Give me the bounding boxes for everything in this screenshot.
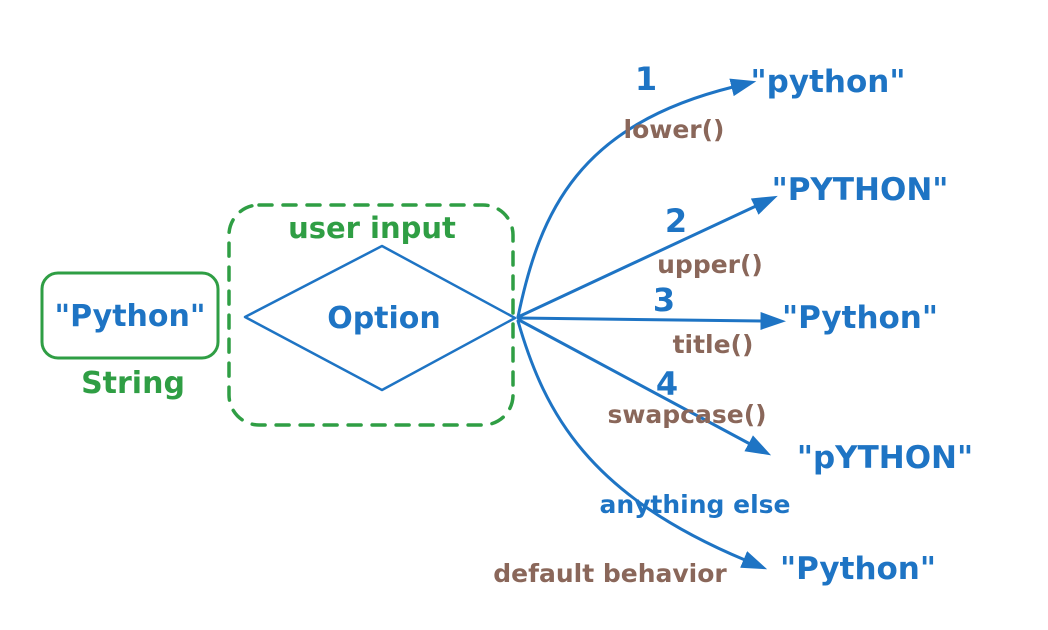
- branch-arrow-lower: [516, 78, 757, 319]
- branch-result-upper: "PYTHON": [772, 172, 949, 208]
- source-type-label: String: [81, 366, 185, 401]
- option-diamond: [243, 244, 517, 392]
- branch-arrow-swapcase: [517, 318, 772, 456]
- source-string-value: "Python": [54, 299, 205, 334]
- branch-condition-1: 1: [635, 60, 657, 98]
- branch-method-title: title(): [673, 330, 754, 359]
- branch-condition-2: 2: [665, 202, 687, 240]
- branch-arrow-default: [516, 319, 768, 570]
- option-diamond-label: Option: [327, 301, 441, 336]
- branch-method-swapcase: swapcase(): [607, 400, 766, 429]
- branch-result-title: "Python": [782, 300, 938, 336]
- branch-arrow-upper: [516, 195, 778, 319]
- branch-arrow-title: [516, 311, 786, 330]
- source-string-node: [40, 271, 220, 360]
- user-input-container: [227, 203, 515, 427]
- branch-method-upper: upper(): [657, 250, 763, 279]
- branch-method-lower: lower(): [624, 115, 725, 144]
- branch-condition-4: 4: [656, 365, 678, 403]
- branch-condition-default: anything else: [599, 490, 790, 519]
- branch-result-default: "Python": [780, 551, 936, 587]
- branch-condition-3: 3: [653, 281, 675, 319]
- branch-method-default: default behavior: [493, 559, 727, 588]
- branch-result-swapcase: "pYTHON": [797, 440, 973, 476]
- user-input-label: user input: [288, 211, 456, 245]
- branch-result-lower: "python": [751, 64, 906, 100]
